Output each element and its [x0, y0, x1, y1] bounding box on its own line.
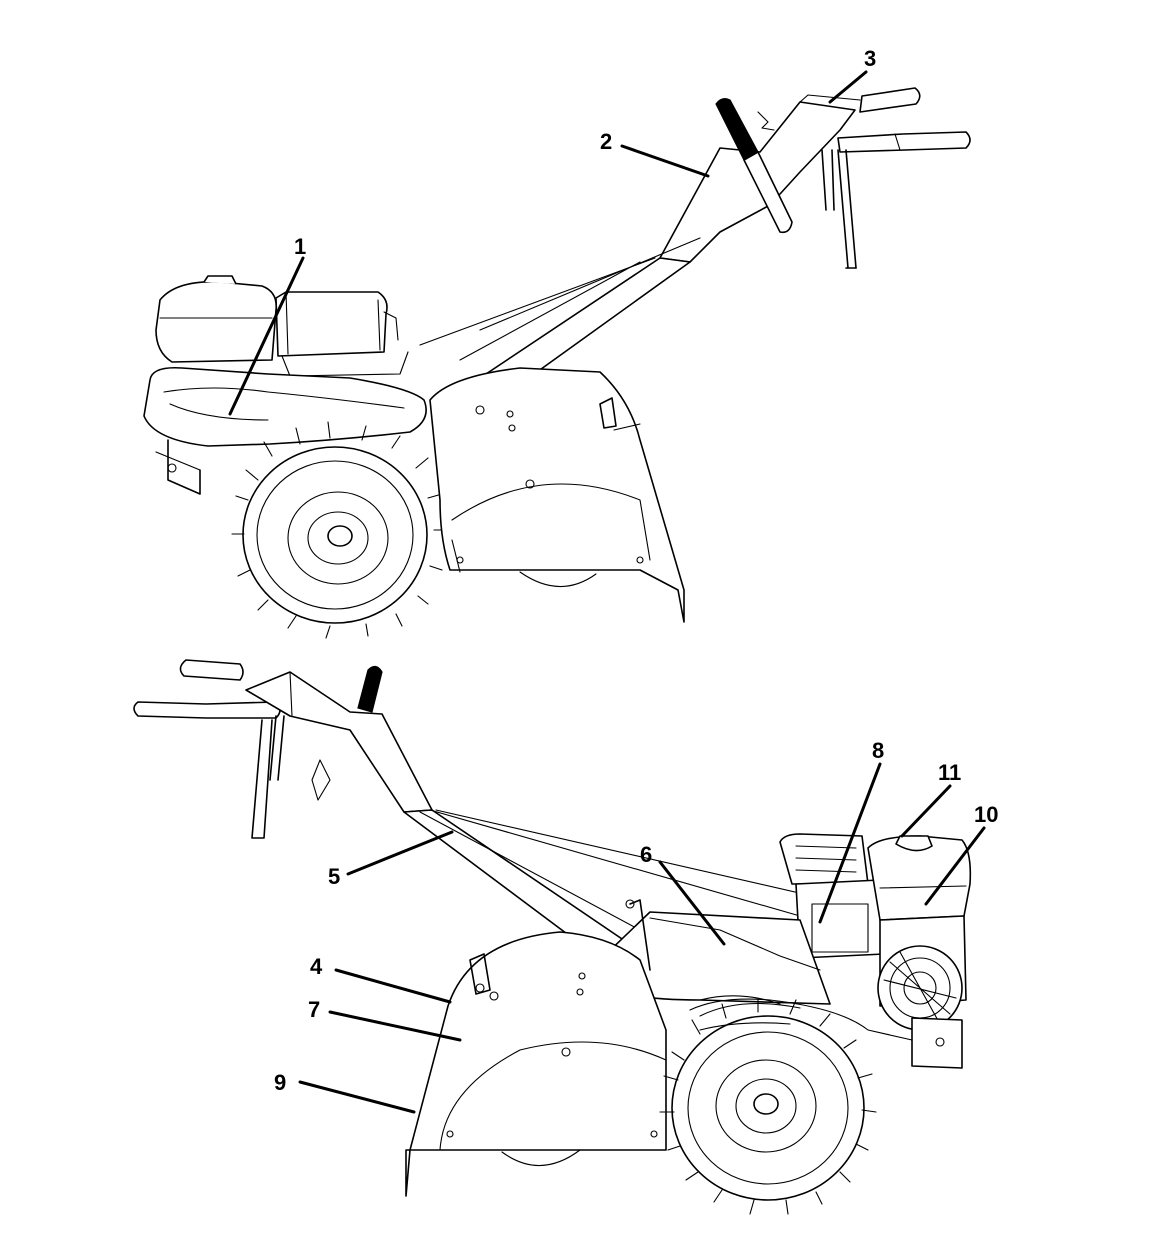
top-handlebar	[659, 87, 971, 269]
bottom-engine	[779, 833, 972, 1069]
bottom-fender	[689, 998, 913, 1041]
callout-6: 6	[640, 842, 652, 867]
callout-8: 8	[872, 738, 884, 763]
bottom-handlebar	[133, 659, 433, 839]
bottom-wheel	[659, 997, 877, 1215]
bottom-tine-shield	[405, 931, 667, 1197]
tiller-bottom-view: 5 6 8 11 10 4 7 9	[133, 659, 998, 1215]
top-fender	[143, 366, 427, 495]
bottom-drive-tower	[599, 899, 831, 1005]
callout-9: 9	[274, 1070, 286, 1095]
callout-4: 4	[310, 954, 323, 979]
callout-1: 1	[294, 234, 306, 259]
top-engine	[155, 275, 409, 377]
callout-2: 2	[600, 129, 612, 154]
top-tine-shield	[429, 367, 685, 623]
top-wheel	[231, 421, 447, 639]
callout-10: 10	[974, 802, 998, 827]
tiller-top-view: 1 2 3	[143, 46, 971, 639]
callout-7: 7	[308, 997, 320, 1022]
callout-5: 5	[328, 864, 340, 889]
callout-11: 11	[938, 760, 961, 785]
callout-3: 3	[864, 46, 876, 71]
